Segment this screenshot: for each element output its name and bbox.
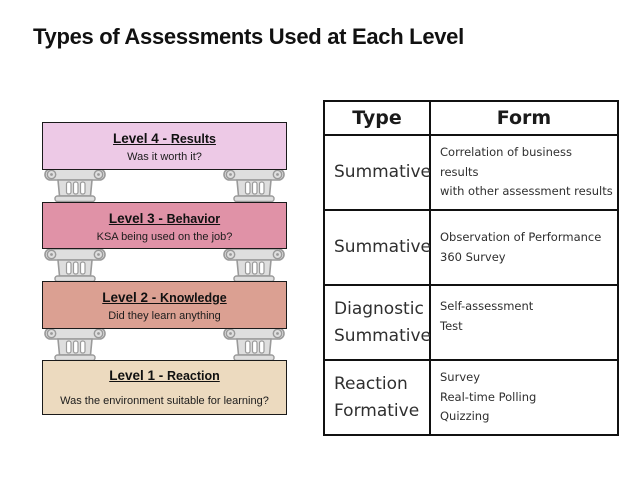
table-row-level3: Summative Observation of Performance 360…: [323, 209, 619, 286]
level-4-subtitle: Was it worth it?: [127, 151, 202, 163]
greek-column-icon: [223, 248, 285, 283]
table-header-form: Form: [429, 100, 619, 136]
table-row-level1: Reaction Formative Survey Real-time Poll…: [323, 359, 619, 436]
form-cell: Self-assessment Test: [429, 284, 619, 361]
level-4-results-box: Level 4 - Results Was it worth it?: [42, 122, 287, 170]
level-2-keyword: Knowledge: [160, 291, 227, 305]
table-row-level4: Summative Correlation of business result…: [323, 134, 619, 211]
slide-title: Types of Assessments Used at Each Level: [33, 24, 464, 49]
level-4-label: Level 4 -: [113, 131, 171, 146]
greek-column-icon: [44, 168, 106, 203]
greek-column-icon: [44, 327, 106, 362]
form-cell: Correlation of business results with oth…: [429, 134, 619, 211]
level-1-label: Level 1 -: [109, 368, 167, 383]
greek-column-icon: [223, 327, 285, 362]
type-cell: Summative: [323, 209, 431, 286]
type-cell: Summative: [323, 134, 431, 211]
level-3-subtitle: KSA being used on the job?: [96, 230, 233, 243]
level-2-knowledge-box: Level 2 - Knowledge Did they learn anyth…: [42, 281, 287, 329]
form-cell: Observation of Performance 360 Survey: [429, 209, 619, 286]
level-3-keyword: Behavior: [166, 211, 221, 226]
table-header-type: Type: [323, 100, 431, 136]
kirkpatrick-levels-diagram: Level 4 - Results Was it worth it? Level…: [42, 122, 287, 415]
level-1-keyword: Reaction: [166, 369, 220, 383]
level-3-title: Level 3 - Behavior: [109, 209, 220, 229]
form-cell: Survey Real-time Polling Quizzing: [429, 359, 619, 436]
level-2-title: Level 2 - Knowledge: [102, 288, 226, 308]
table-row-level2: Diagnostic Summative Self-assessment Tes…: [323, 284, 619, 361]
greek-column-icon: [223, 168, 285, 203]
level-2-subtitle: Did they learn anything: [108, 310, 221, 322]
level-1-reaction-box: Level 1 - Reaction Was the environment s…: [42, 360, 287, 415]
greek-column-icon: [44, 248, 106, 283]
level-1-title: Level 1 - Reaction: [109, 366, 220, 386]
level-1-subtitle: Was the environment suitable for learnin…: [60, 395, 269, 407]
level-3-label: Level 3 -: [108, 210, 167, 226]
level-2-label: Level 2 -: [102, 290, 161, 305]
assessment-type-form-table: Type Form Summative Correlation of busin…: [323, 100, 619, 436]
type-cell: Reaction Formative: [323, 359, 431, 436]
level-4-title: Level 4 - Results: [113, 129, 216, 149]
table-header-row: Type Form: [323, 100, 619, 136]
level-4-keyword: Results: [170, 132, 216, 146]
level-3-behavior-box: Level 3 - Behavior KSA being used on the…: [42, 202, 287, 249]
type-cell: Diagnostic Summative: [323, 284, 431, 361]
